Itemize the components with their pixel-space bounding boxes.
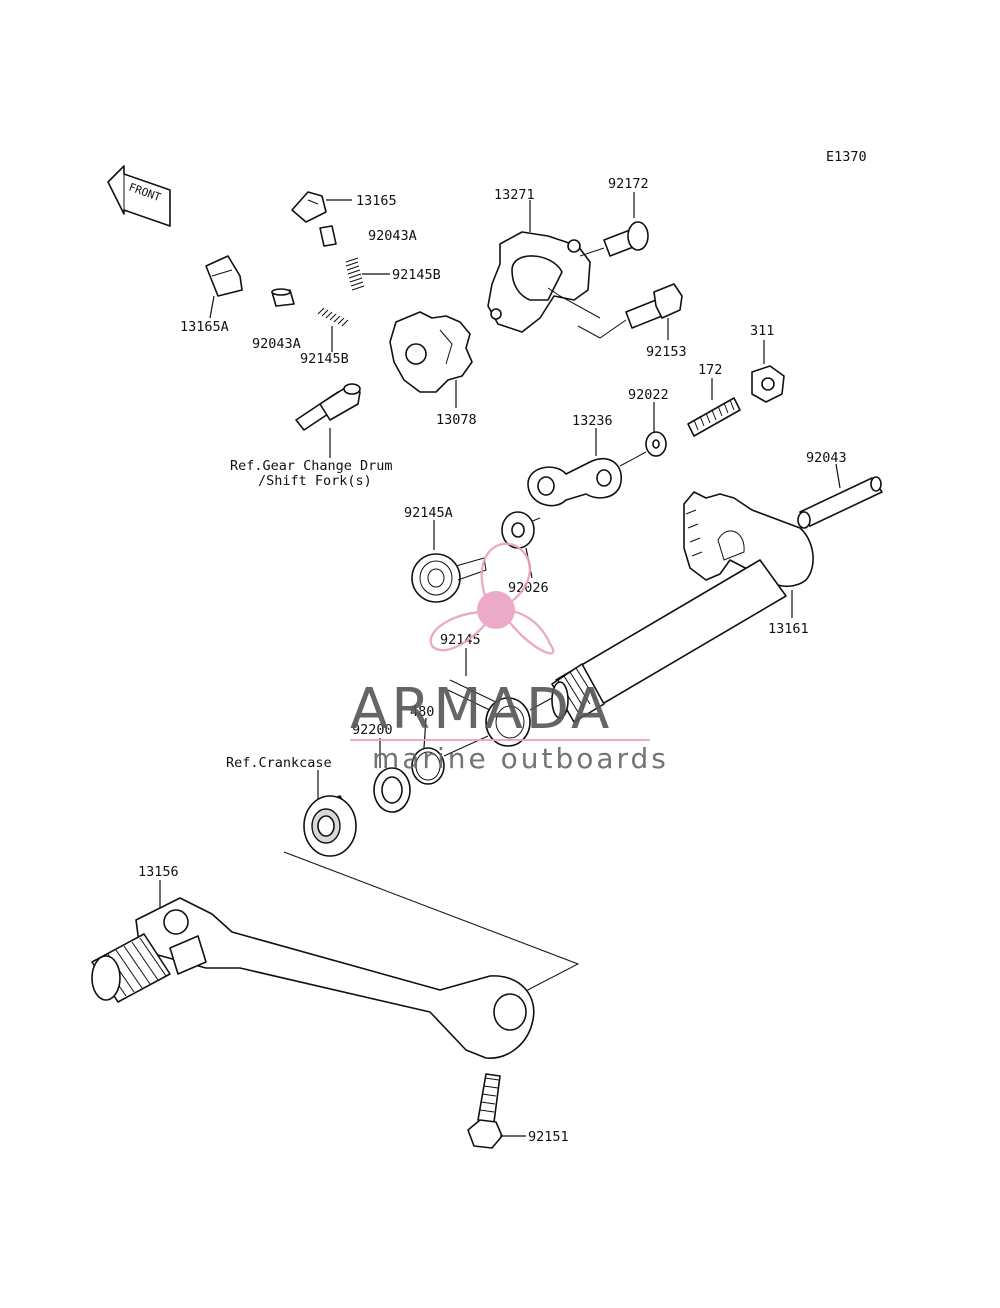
pawl-13165a (205, 255, 243, 319)
part-label-172: 172 (698, 362, 722, 378)
part-label-13078: 13078 (436, 412, 477, 428)
shift-shaft-13161 (551, 491, 814, 723)
spring-92145a (411, 520, 487, 603)
part-label-13165a: 13165A (180, 319, 229, 335)
part-label-92153: 92153 (646, 344, 687, 360)
part-label-92200: 92200 (352, 722, 393, 738)
circlip-480 (411, 717, 489, 785)
part-label-92145b-left: 92145B (300, 351, 349, 367)
part-label-92151: 92151 (528, 1129, 569, 1145)
part-label-92043a-left: 92043A (252, 336, 301, 352)
part-label-92043: 92043 (806, 450, 847, 466)
plate-13271 (487, 200, 601, 333)
link-13236 (527, 428, 623, 523)
stud-172 (687, 378, 741, 437)
part-label-13271: 13271 (494, 187, 535, 203)
spring-92145b-left (317, 307, 349, 352)
pin-92043a-left (271, 288, 295, 307)
ref-gear-change-line2: /Shift Fork(s) (258, 473, 372, 489)
part-label-92172: 92172 (608, 176, 649, 192)
cam-13078 (389, 311, 473, 408)
ref-crankcase: Ref.Crankcase (226, 755, 332, 771)
watermark-brand: ARMADA (350, 677, 612, 742)
part-label-13236: 13236 (572, 413, 613, 429)
part-label-13156: 13156 (138, 864, 179, 880)
part-label-92043a-top: 92043A (368, 228, 417, 244)
ref-gear-change-line1: Ref.Gear Change Drum (230, 458, 393, 474)
part-label-92145: 92145 (440, 632, 481, 648)
part-label-13165: 13165 (356, 193, 397, 209)
nut-311 (751, 340, 785, 403)
front-arrow-icon: FRONT (107, 165, 171, 227)
part-label-92145a: 92145A (404, 505, 453, 521)
bolt-92153 (577, 283, 683, 340)
pin-92043 (797, 463, 883, 529)
armada-watermark: ARMADA marine outboards (350, 542, 669, 775)
oil-seal (303, 770, 357, 857)
spring-92145 (447, 648, 553, 747)
pedal-13156 (91, 880, 535, 1059)
assembly-leader (283, 851, 580, 995)
spring-92145b-top (345, 257, 390, 291)
drum-pin (295, 383, 361, 458)
pin-92043a-top (319, 225, 337, 247)
part-label-311: 311 (750, 323, 774, 339)
part-label-92022: 92022 (628, 387, 669, 403)
washer-92200 (373, 738, 411, 813)
screw-92172 (579, 192, 649, 257)
washer-92022 (619, 402, 667, 467)
part-label-13161: 13161 (768, 621, 809, 637)
propeller-logo-icon (429, 542, 555, 655)
pawl-13165 (291, 191, 352, 223)
bolt-92151 (467, 1073, 526, 1149)
watermark-tagline: marine outboards (372, 742, 669, 775)
part-label-92145b-top: 92145B (392, 267, 441, 283)
washer-92026 (501, 511, 535, 579)
part-label-92026: 92026 (508, 580, 549, 596)
diagram-code: E1370 (826, 149, 867, 165)
part-label-480: 480 (410, 704, 434, 720)
